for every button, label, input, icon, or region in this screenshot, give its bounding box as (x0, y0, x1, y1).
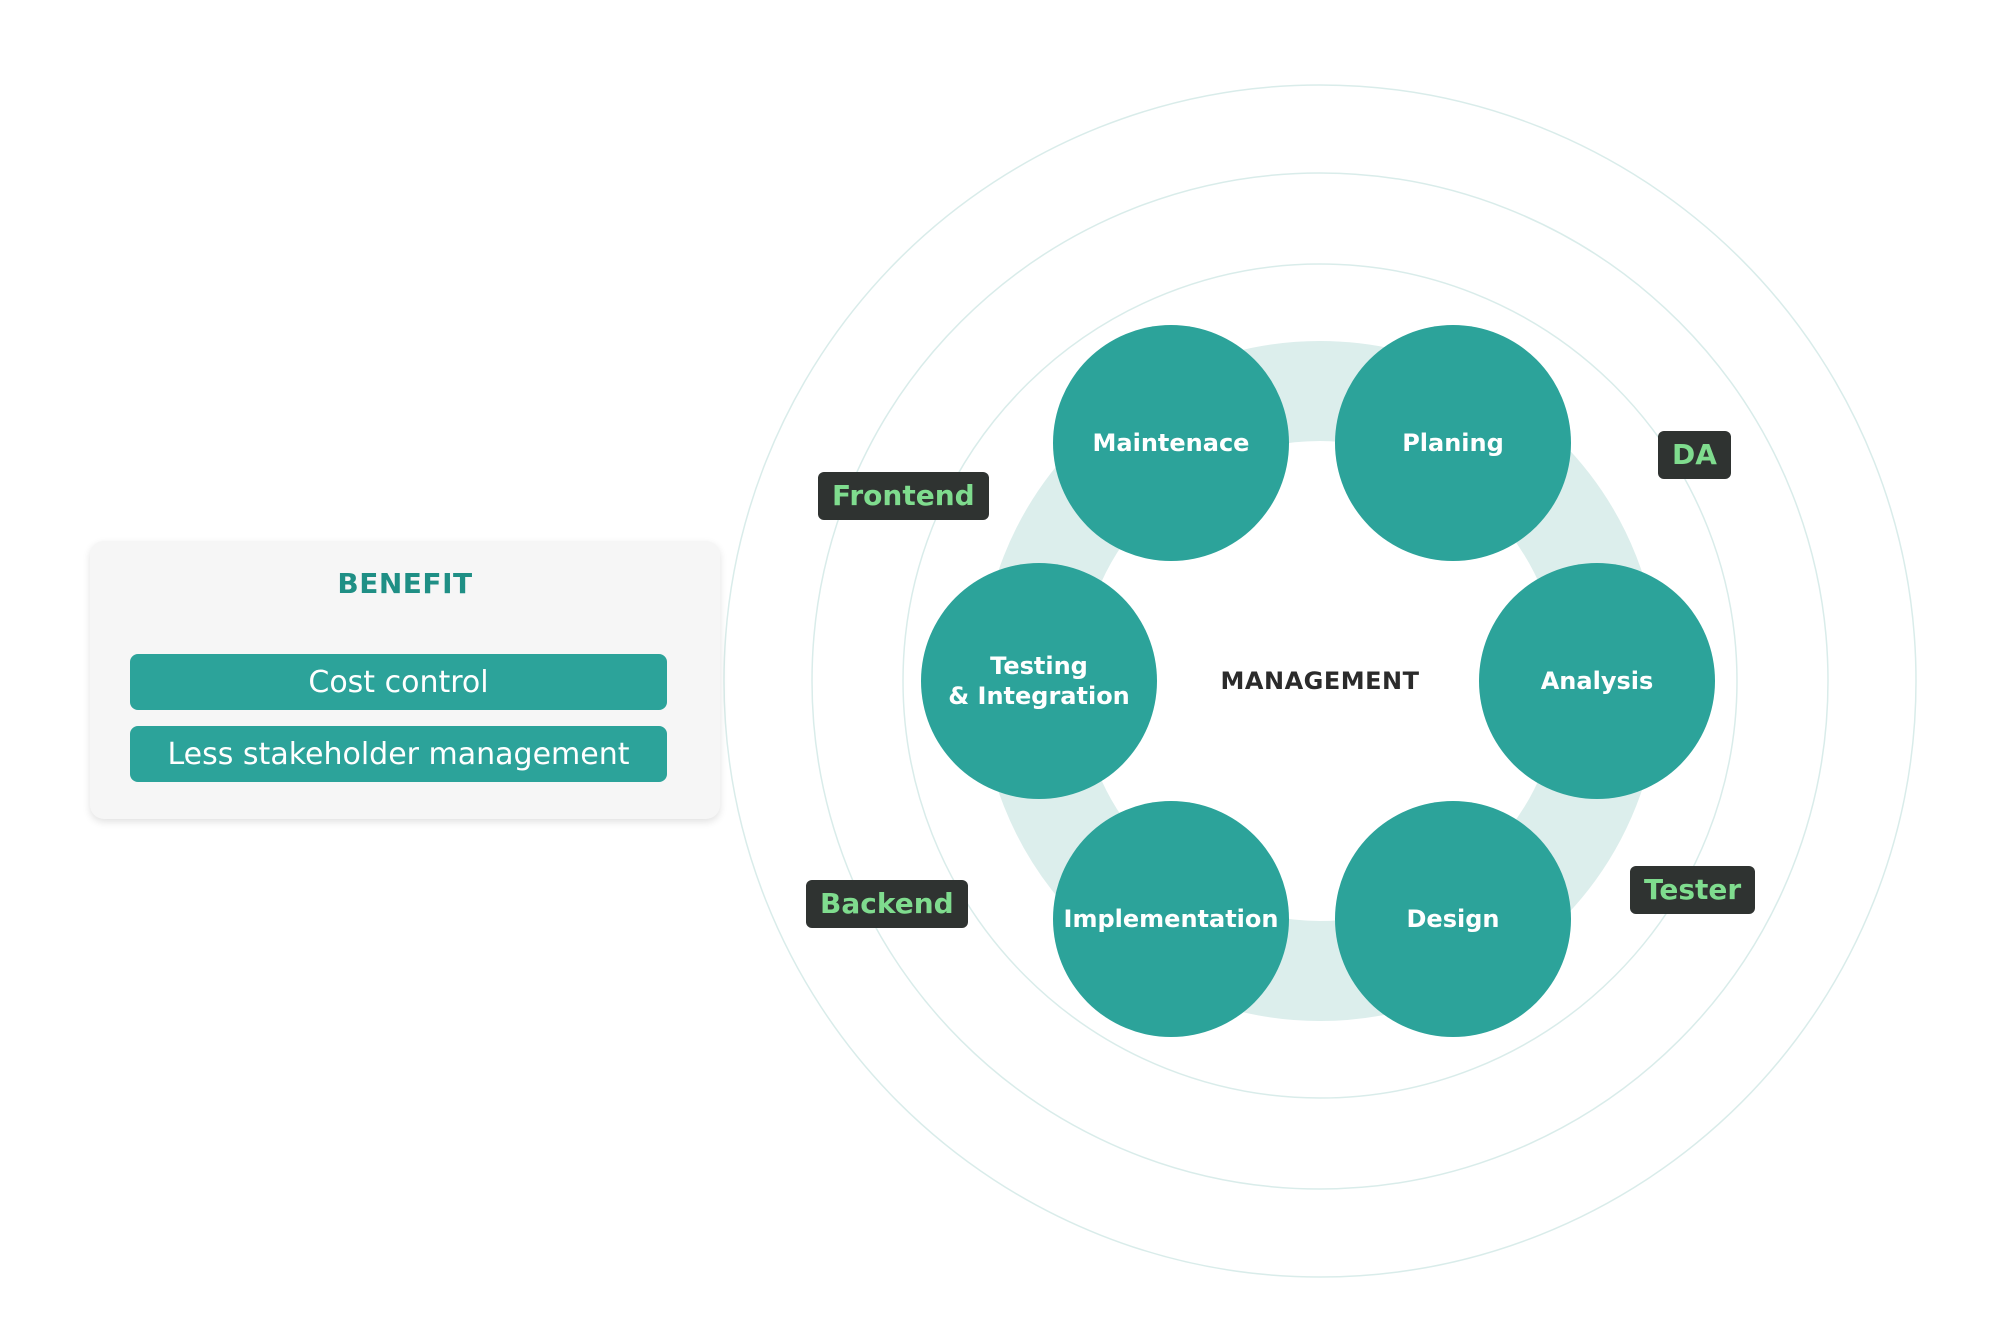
phase-circle-implementation (1053, 801, 1289, 1037)
phase-circle-testing-integration (921, 563, 1157, 799)
phase-circle-maintenance (1053, 325, 1289, 561)
orbit-ring-3 (723, 84, 1917, 1278)
role-tag-backend: Backend (806, 880, 968, 928)
phase-analysis: Analysis (1540, 667, 1654, 695)
orbit-ring-1 (902, 263, 1738, 1099)
role-tag-tester: Tester (1630, 866, 1756, 914)
center-label: MANAGEMENT (1220, 667, 1420, 695)
benefit-item-stakeholder: Less stakeholder management (130, 726, 667, 782)
phase-maintenance: Maintenace (1092, 429, 1250, 457)
phase-testing-integration: Testing & Integration (948, 652, 1130, 710)
benefit-item-cost-control: Cost control (130, 654, 667, 710)
phase-implementation: Implementation (1063, 905, 1279, 933)
benefit-title: BENEFIT (337, 567, 473, 600)
phase-circle-analysis (1479, 563, 1715, 799)
phase-circle-design (1335, 801, 1571, 1037)
phase-circles (921, 325, 1715, 1037)
phase-circle-planing (1335, 325, 1571, 561)
phase-design: Design (1406, 905, 1500, 933)
benefit-card: BENEFIT Cost control Less stakeholder ma… (90, 541, 720, 819)
role-tag-frontend: Frontend (818, 472, 989, 520)
phase-planing: Planing (1402, 429, 1504, 457)
orbit-ring-2 (811, 172, 1829, 1190)
role-tag-da: DA (1658, 431, 1731, 479)
orbit-rings (723, 84, 1917, 1278)
